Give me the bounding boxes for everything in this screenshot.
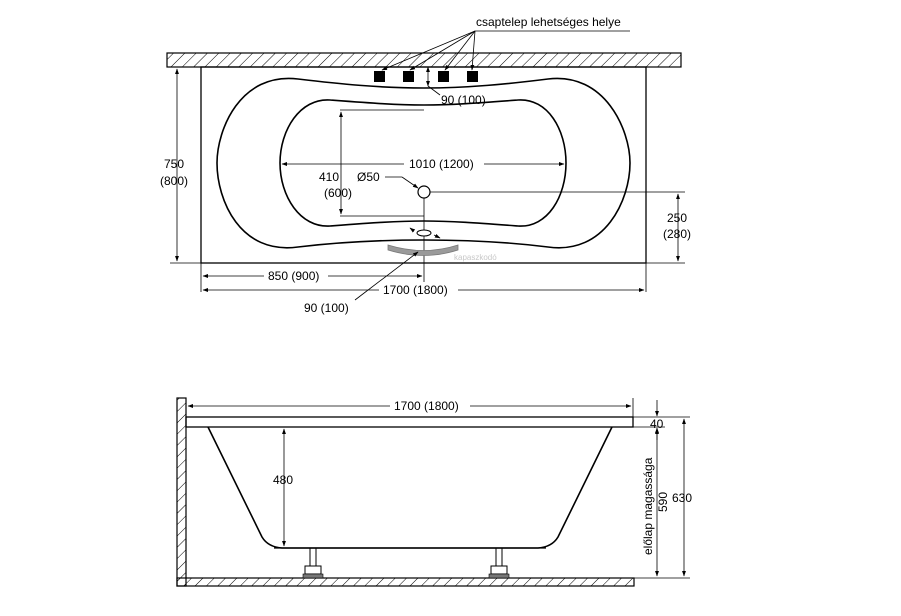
height-dimension [170,66,201,264]
total-length-dimension [202,263,647,292]
faucet-position-2 [403,71,414,82]
overflow-ellipse [416,229,432,237]
inner-length-text: 1010 (1200) [409,157,474,171]
handle-shape [387,244,459,256]
side-tub-body [207,426,613,549]
drain-circle [417,185,431,199]
top-tub-rim [200,66,647,264]
inner-width-dimension [339,109,424,217]
drain-offset-value: 250 [667,211,687,225]
side-length-dimension [187,398,634,417]
faucet-position-1 [374,71,385,82]
faucet-label: csaptelep lehetséges helye [476,15,621,29]
overflow-arrow-right [433,233,441,239]
drain-diameter-text: Ø50 [357,170,380,184]
top-inner-basin [279,99,567,227]
faucet-offset-dimension [426,66,441,96]
front-panel-label: előlap magassága [641,457,655,555]
faucet-position-4 [467,71,478,82]
rim-thickness-text: 40 [650,417,664,431]
top-view: csaptelep lehetséges helye 90 (100) 750 … [160,15,691,315]
depth-text: 480 [273,473,293,487]
drain-offset-dimension [646,193,685,264]
inner-width-value: 410 [319,170,339,184]
handle-offset-text: 90 (100) [304,301,349,315]
side-rim [185,416,634,428]
total-height-text: 630 [672,491,692,505]
faucet-leaders [381,30,630,71]
top-wall-hatch [166,52,682,68]
side-wall-hatch [176,397,187,587]
side-leg-right [488,548,510,579]
inner-width-value-alt: (600) [324,186,352,200]
drain-offset-value-alt: (280) [663,227,691,241]
top-outer-basin [216,77,631,249]
handle-offset-leader [354,251,419,301]
faucet-position-3 [438,71,449,82]
side-leg-left [302,548,324,579]
center-distance-text: 850 (900) [268,269,319,283]
overflow-arrow-left [409,227,416,233]
panel-height-text: 590 [656,492,670,512]
side-view: 1700 (1800) 480 40 e [176,397,692,587]
drain-leader-arrow [401,176,419,189]
side-floor-hatch [176,577,635,587]
center-distance-dimension [200,263,423,292]
handle-label: kapaszkodó [454,253,497,262]
total-length-text: 1700 (1800) [383,283,448,297]
height-value-alt: (800) [160,174,188,188]
faucet-offset-text: 90 (100) [441,93,486,107]
height-value: 750 [164,157,184,171]
side-length-text: 1700 (1800) [394,399,459,413]
